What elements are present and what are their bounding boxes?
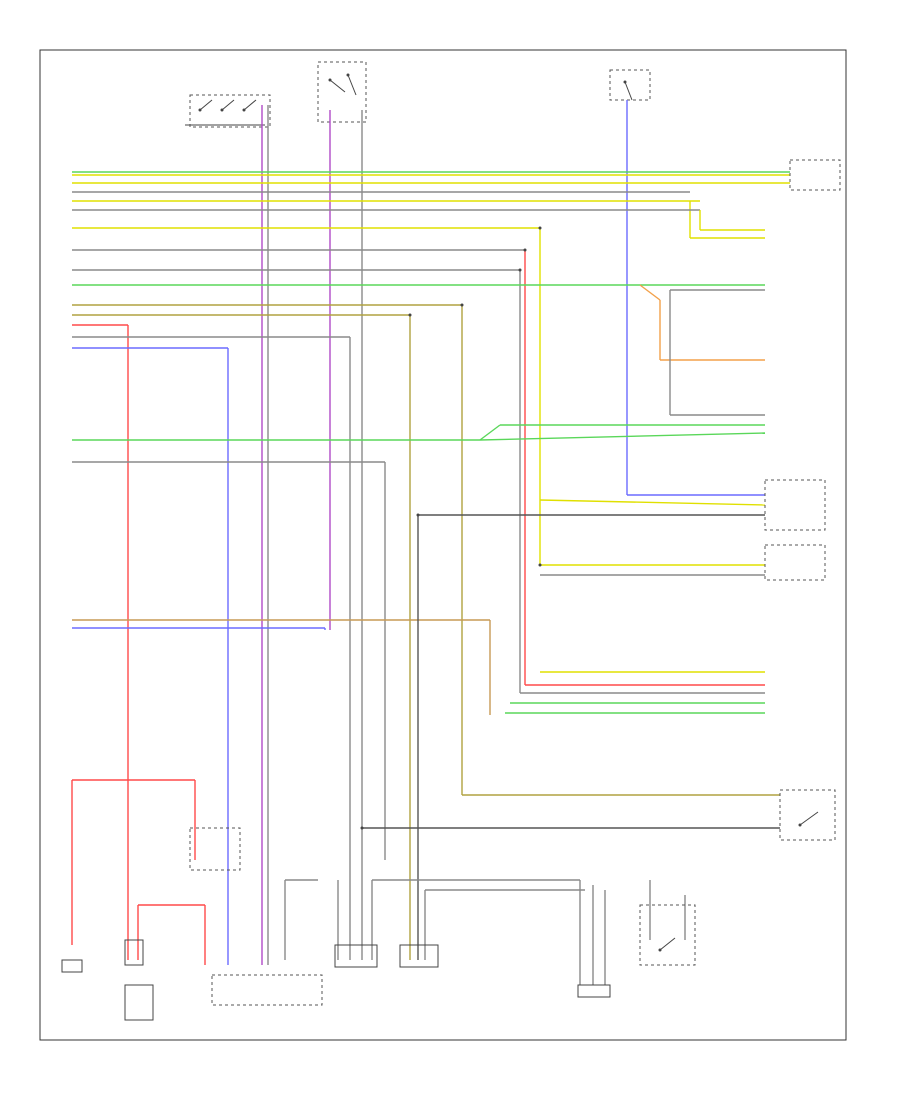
top-right-switch: [609, 69, 651, 101]
mid-right-wires: [362, 499, 780, 960]
bottom-wires: [71, 779, 686, 985]
engine-control-module-box: [124, 984, 154, 1021]
bottom-connectors: [61, 827, 611, 1021]
diagram-frame: [39, 49, 847, 1041]
top-vertical-wires: [261, 100, 765, 965]
junction-dots: [360, 226, 542, 830]
ignition-switch: [185, 94, 271, 128]
left-harness-wires: [72, 171, 790, 965]
right-component-boxes: [639, 159, 841, 966]
park-neutral-switch: [317, 61, 367, 123]
